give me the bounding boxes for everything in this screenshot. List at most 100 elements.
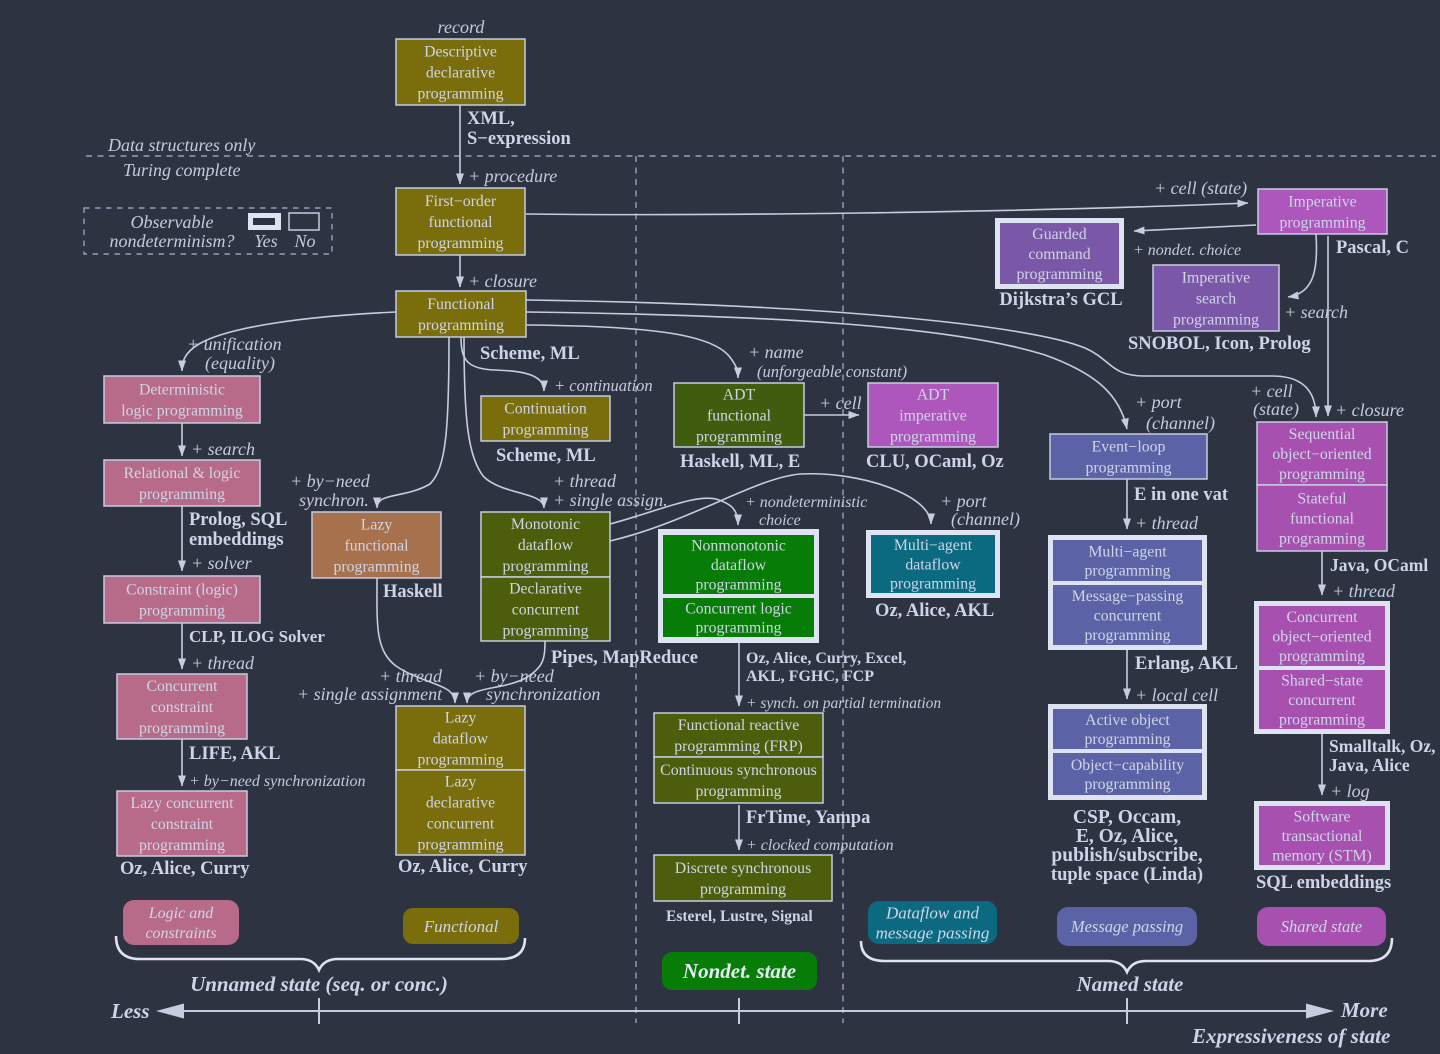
- svg-text:Active object: Active object: [1085, 712, 1170, 729]
- svg-text:+ unification: + unification: [187, 334, 282, 354]
- svg-text:Erlang, AKL: Erlang, AKL: [1135, 654, 1238, 674]
- svg-text:Concurrent: Concurrent: [1286, 609, 1358, 626]
- svg-text:Scheme, ML: Scheme, ML: [480, 344, 580, 364]
- svg-text:programming: programming: [418, 85, 504, 102]
- svg-text:declarative: declarative: [426, 64, 495, 81]
- svg-text:programming: programming: [503, 421, 589, 438]
- svg-text:Discrete synchronous: Discrete synchronous: [675, 860, 811, 877]
- svg-text:+ closure: + closure: [1335, 400, 1404, 420]
- svg-text:Esterel, Lustre, Signal: Esterel, Lustre, Signal: [666, 908, 813, 925]
- svg-text:+ by−need synchronization: + by−need synchronization: [189, 773, 366, 790]
- svg-text:programming: programming: [1279, 530, 1365, 547]
- svg-text:Concurrent: Concurrent: [146, 678, 218, 695]
- svg-text:constraint: constraint: [151, 699, 214, 716]
- svg-text:programming: programming: [1279, 466, 1365, 483]
- svg-text:Stateful: Stateful: [1297, 490, 1347, 507]
- svg-text:E, Oz, Alice,: E, Oz, Alice,: [1076, 826, 1178, 847]
- svg-text:Functional: Functional: [427, 296, 495, 313]
- svg-text:object−oriented: object−oriented: [1272, 446, 1371, 463]
- svg-text:Object−capability: Object−capability: [1071, 757, 1184, 774]
- svg-text:+ single assignment: + single assignment: [297, 684, 443, 704]
- svg-text:programming: programming: [1173, 311, 1259, 328]
- svg-text:dataflow: dataflow: [433, 730, 489, 747]
- svg-text:+ cell: + cell: [1250, 381, 1293, 401]
- svg-text:constraint: constraint: [151, 816, 214, 833]
- svg-text:programming: programming: [503, 558, 589, 575]
- svg-text:Software: Software: [1293, 808, 1350, 825]
- svg-text:Nondet. state: Nondet. state: [682, 959, 796, 983]
- svg-text:constraints: constraints: [145, 925, 216, 942]
- svg-text:functional: functional: [344, 537, 409, 554]
- svg-text:XML,: XML,: [467, 109, 515, 129]
- svg-text:Expressiveness of state: Expressiveness of state: [1191, 1024, 1390, 1048]
- svg-text:programming: programming: [890, 428, 976, 445]
- svg-text:Turing complete: Turing complete: [123, 160, 241, 180]
- svg-text:imperative: imperative: [899, 407, 967, 424]
- svg-text:Imperative: Imperative: [1288, 193, 1356, 210]
- svg-text:concurrent: concurrent: [1094, 607, 1162, 624]
- svg-text:+ by−need: + by−need: [290, 471, 371, 491]
- svg-text:+ single assign.: + single assign.: [553, 490, 668, 510]
- svg-text:programming: programming: [1085, 731, 1171, 748]
- svg-text:programming: programming: [139, 486, 225, 503]
- svg-text:+ thread: + thread: [191, 653, 255, 673]
- svg-text:Prolog, SQL: Prolog, SQL: [189, 510, 287, 530]
- svg-text:Imperative: Imperative: [1182, 269, 1250, 286]
- svg-text:programming: programming: [1086, 459, 1172, 476]
- svg-text:+ log: + log: [1330, 781, 1370, 801]
- svg-text:More: More: [1340, 998, 1388, 1022]
- svg-text:+ name: + name: [748, 342, 804, 362]
- svg-text:No: No: [293, 231, 315, 251]
- svg-text:+ closure: + closure: [468, 271, 537, 291]
- svg-text:dataflow: dataflow: [711, 557, 767, 574]
- svg-text:functional: functional: [428, 214, 493, 231]
- svg-text:programming: programming: [696, 576, 782, 593]
- svg-text:CSP, Occam,: CSP, Occam,: [1073, 807, 1181, 828]
- svg-text:tuple space (Linda): tuple space (Linda): [1051, 865, 1203, 885]
- svg-text:Yes: Yes: [254, 231, 277, 251]
- svg-text:(state): (state): [1253, 399, 1299, 420]
- svg-text:Shared state: Shared state: [1281, 917, 1362, 936]
- svg-text:+ thread: + thread: [379, 666, 443, 686]
- svg-text:+ local cell: + local cell: [1135, 685, 1218, 705]
- svg-text:(channel): (channel): [951, 509, 1020, 530]
- svg-text:+ search: + search: [1284, 302, 1348, 322]
- svg-text:Java, OCaml: Java, OCaml: [1330, 555, 1428, 575]
- svg-text:+ thread: + thread: [553, 471, 617, 491]
- svg-text:programming: programming: [696, 428, 782, 445]
- svg-text:programming: programming: [418, 751, 504, 768]
- svg-text:SNOBOL, Icon, Prolog: SNOBOL, Icon, Prolog: [1128, 334, 1311, 354]
- svg-text:(unforgeable constant): (unforgeable constant): [757, 362, 907, 381]
- svg-text:+ cell: + cell: [819, 393, 862, 413]
- svg-text:Dataflow and: Dataflow and: [885, 903, 980, 922]
- svg-text:programming (FRP): programming (FRP): [674, 738, 803, 755]
- svg-text:Multi−agent: Multi−agent: [894, 537, 973, 554]
- svg-text:programming: programming: [1085, 627, 1171, 644]
- svg-text:Oz, Alice, Curry, Excel,: Oz, Alice, Curry, Excel,: [746, 650, 906, 667]
- svg-text:Observable: Observable: [131, 212, 214, 232]
- svg-text:programming: programming: [1017, 266, 1103, 283]
- svg-text:programming: programming: [139, 720, 225, 737]
- svg-text:programming: programming: [1279, 648, 1365, 665]
- svg-text:programming: programming: [696, 619, 782, 636]
- svg-text:Multi−agent: Multi−agent: [1088, 543, 1167, 560]
- svg-text:E in one vat: E in one vat: [1134, 485, 1229, 505]
- svg-text:record: record: [438, 17, 486, 37]
- svg-text:object−oriented: object−oriented: [1272, 628, 1371, 645]
- svg-text:synchronization: synchronization: [486, 684, 600, 704]
- svg-text:(equality): (equality): [205, 353, 275, 374]
- svg-text:concurrent: concurrent: [427, 815, 495, 832]
- svg-text:Oz, Alice, AKL: Oz, Alice, AKL: [875, 601, 994, 621]
- svg-text:CLP, ILOG Solver: CLP, ILOG Solver: [189, 627, 325, 646]
- svg-text:programming: programming: [418, 317, 504, 334]
- svg-text:Oz, Alice, Curry: Oz, Alice, Curry: [120, 859, 250, 879]
- svg-text:Lazy: Lazy: [361, 516, 393, 533]
- svg-text:Unnamed state (seq. or conc.): Unnamed state (seq. or conc.): [190, 972, 448, 996]
- svg-text:programming: programming: [1085, 562, 1171, 579]
- svg-text:+ synch. on partial terminatio: + synch. on partial termination: [746, 695, 941, 712]
- svg-text:choice: choice: [759, 512, 801, 529]
- svg-text:logic programming: logic programming: [121, 402, 243, 419]
- svg-text:nondeterminism?: nondeterminism?: [110, 231, 235, 251]
- svg-text:+ search: + search: [191, 439, 255, 459]
- svg-text:programming: programming: [696, 783, 782, 800]
